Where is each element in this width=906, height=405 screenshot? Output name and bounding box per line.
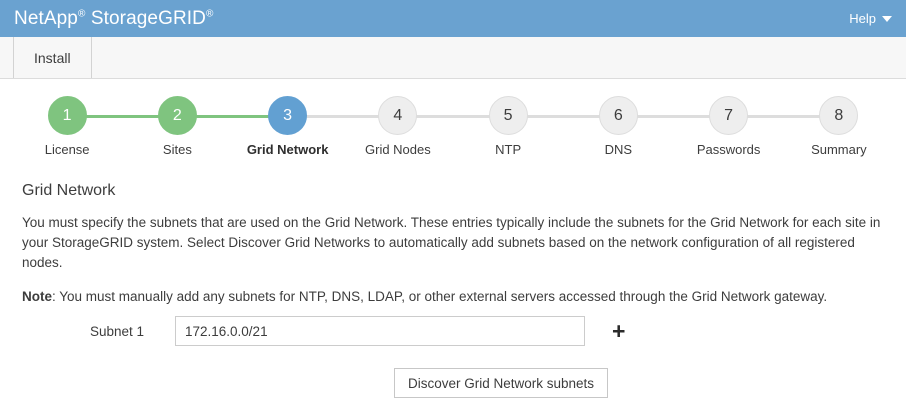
step-connector [728,115,839,118]
tab-install[interactable]: Install [14,37,92,78]
note-label: Note [22,289,52,304]
discover-button-row: Discover Grid Network subnets [0,368,906,398]
step-label: DNS [604,142,633,157]
main-content: Grid Network You must specify the subnet… [0,182,906,307]
page-title: Grid Network [22,182,116,199]
discover-grid-network-subnets-button[interactable]: Discover Grid Network subnets [394,368,609,398]
tab-bar-lead-spacer [0,37,14,78]
step-connector [67,115,178,118]
step-label: Grid Nodes [365,142,431,157]
step-label: License [44,142,90,157]
step-dns[interactable]: 6 DNS [508,96,673,157]
step-number-badge: 8 [819,96,859,135]
tab-install-label: Install [34,49,71,66]
step-number-badge: 6 [598,96,638,135]
note-text: : You must manually add any subnets for … [52,289,828,304]
help-menu-button[interactable]: Help [849,11,906,26]
step-label: NTP [495,142,522,157]
registered-mark-icon: ® [77,8,86,20]
subnet-1-input[interactable] [175,316,585,346]
note-paragraph: Note: You must manually add any subnets … [22,287,884,307]
help-label: Help [849,11,876,26]
subnet-form-row: Subnet 1 + [0,316,906,346]
step-connector [618,115,729,118]
step-number-badge: 7 [709,96,749,135]
step-connector [287,115,398,118]
step-license[interactable]: 1 License [12,96,122,157]
step-label: Passwords [696,142,761,157]
tab-bar: Install [0,37,906,79]
step-label: Sites [162,142,192,157]
add-subnet-icon[interactable]: + [612,317,626,344]
subnet-1-label: Subnet 1 [90,323,145,339]
step-passwords[interactable]: 7 Passwords [618,96,784,157]
description-paragraph: You must specify the subnets that are us… [22,215,881,270]
step-number-badge: 1 [47,96,87,135]
step-sites[interactable]: 2 Sites [67,96,232,157]
step-grid-nodes[interactable]: 4 Grid Nodes [287,96,453,157]
step-connector [397,115,509,118]
step-summary[interactable]: 8 Summary [728,96,894,157]
step-number-badge: 3 [268,96,308,135]
step-grid-network[interactable]: 3 Grid Network [177,96,343,157]
brand-logo: NetApp® StorageGRID® [0,8,213,30]
chevron-down-icon [882,15,892,22]
step-number-badge: 4 [378,96,418,135]
step-ntp[interactable]: 5 NTP [397,96,563,157]
step-number-badge: 2 [157,96,197,135]
step-label: Summary [811,142,867,157]
registered-mark-icon-2: ® [205,8,214,20]
brand-name: NetApp [14,7,78,29]
step-label: Grid Network [246,142,329,157]
brand-product: StorageGRID [85,7,206,29]
step-number-badge: 5 [488,96,528,135]
step-connector [177,115,288,118]
install-wizard-stepper: 1 License 2 Sites 3 Grid Network 4 Grid … [0,96,906,166]
app-header-bar: NetApp® StorageGRID® Help [0,0,906,37]
step-connector [508,115,619,118]
